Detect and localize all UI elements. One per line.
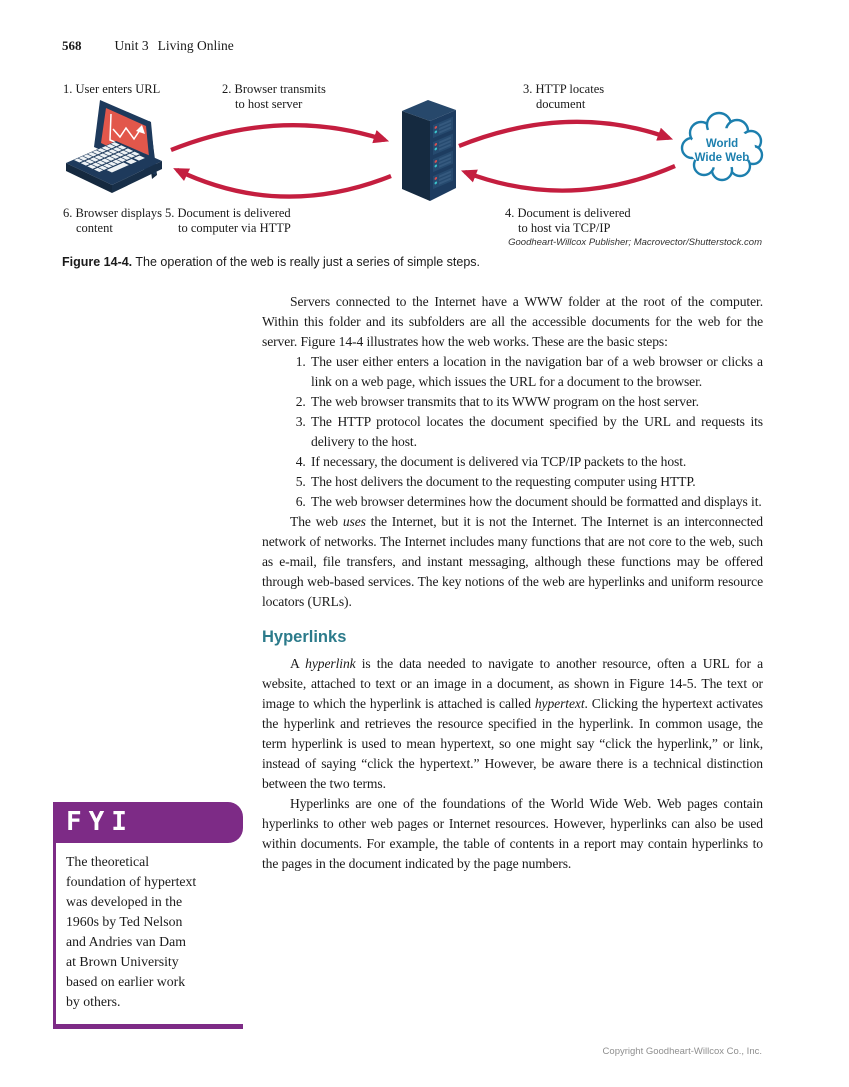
italic-term: uses [342, 514, 366, 529]
running-head: 568 Unit 3 Living Online [62, 38, 234, 54]
italic-term: hypertext [534, 696, 585, 711]
arrow-browser-to-server [170, 123, 390, 152]
list-item: The HTTP protocol locates the document s… [309, 412, 763, 452]
paragraph-text: A [290, 656, 306, 671]
figure-credit: Goodheart-Willcox Publisher; Macrovector… [508, 237, 762, 248]
diagram-step-2-line1: 2. Browser transmits [222, 82, 326, 96]
diagram-step-4: 4. Document is delivered to host via TCP… [505, 206, 631, 235]
list-item: The user either enters a location in the… [309, 352, 763, 392]
cloud-label-line2: Wide Web [695, 152, 750, 164]
fyi-line: by others. [66, 994, 121, 1009]
paragraph-text: The web [290, 514, 343, 529]
arrow-server-to-browser [173, 168, 392, 199]
diagram-step-5-line1: 5. Document is delivered [165, 206, 291, 220]
diagram-step-6-line2: content [76, 220, 113, 235]
fyi-line: at Brown University [66, 954, 179, 969]
fyi-line: 1960s by Ted Nelson [66, 914, 183, 929]
cloud-label-line1: World [706, 138, 738, 150]
fyi-tab-label: FYI [53, 802, 243, 843]
diagram-step-1-text: 1. User enters URL [63, 82, 161, 96]
diagram-step-2: 2. Browser transmits to host server [222, 82, 326, 111]
copyright-footer: Copyright Goodheart-Willcox Co., Inc. [602, 1046, 762, 1057]
paragraph-servers: Servers connected to the Internet have a… [262, 294, 763, 349]
figure-caption: Figure 14-4. The operation of the web is… [62, 255, 480, 269]
unit-title: Living Online [157, 38, 234, 53]
italic-term: hyperlink [305, 656, 356, 671]
unit-label: Unit 3 [114, 38, 149, 53]
paragraph-hyperlink-definition: A hyperlink is the data needed to naviga… [262, 654, 763, 794]
diagram-step-3-line1: 3. HTTP locates [523, 82, 605, 96]
diagram-step-3-line2: document [536, 96, 586, 111]
arrow-web-to-server [460, 164, 676, 193]
section-heading-hyperlinks: Hyperlinks [262, 628, 347, 646]
fyi-line: based on earlier work [66, 974, 186, 989]
paragraph-text: . Clicking the hypertext activates the h… [262, 696, 763, 791]
world-wide-web-cloud: World Wide Web [680, 111, 764, 182]
keyboard-keys [74, 142, 145, 173]
arrow-server-to-web [458, 119, 674, 148]
diagram-step-6: 6. Browser displays content [63, 206, 162, 235]
list-item: If necessary, the document is delivered … [309, 452, 763, 472]
diagram-step-6-line1: 6. Browser displays [63, 206, 162, 220]
page-number: 568 [62, 38, 82, 53]
figure-caption-text: The operation of the web is really just … [135, 255, 481, 269]
diagram-step-5: 5. Document is delivered to computer via… [165, 206, 291, 235]
paragraph-web-uses-internet: The web uses the Internet, but it is not… [262, 512, 763, 612]
diagram-step-4-line1: 4. Document is delivered [505, 206, 631, 220]
web-steps-list: The user either enters a location in the… [282, 352, 763, 512]
fyi-line: foundation of hypertext [66, 874, 197, 889]
paragraph-text: the Internet, but it is not the Internet… [262, 514, 764, 609]
figure-caption-label: Figure 14-4. [62, 255, 133, 269]
laptop-icon [66, 100, 162, 193]
diagram-step-1: 1. User enters URL [63, 82, 160, 97]
list-item: The host delivers the document to the re… [309, 472, 763, 492]
paragraph-hyperlink-foundations: Hyperlinks are one of the foundations of… [262, 796, 763, 871]
server-rack-units [433, 116, 453, 190]
diagram-step-4-line2: to host via TCP/IP [518, 220, 611, 235]
main-text-column: Servers connected to the Internet have a… [262, 292, 763, 874]
paragraph-text: is the data needed to navigate to anothe… [262, 656, 764, 711]
flow-arrows [170, 119, 676, 199]
diagram-step-5-line2: to computer via HTTP [178, 220, 291, 235]
fyi-body-text: The theoretical foundation of hypertext … [53, 843, 243, 1029]
list-item: The web browser determines how the docum… [309, 492, 763, 512]
diagram-step-3: 3. HTTP locates document [523, 82, 604, 111]
list-item: The web browser transmits that to its WW… [309, 392, 763, 412]
diagram-step-2-line2: to host server [235, 96, 303, 111]
fyi-sidebar: FYI The theoretical foundation of hypert… [53, 802, 243, 1029]
fyi-line: and Andries van Dam [66, 934, 186, 949]
server-icon [402, 100, 456, 201]
fyi-line: The theoretical [66, 854, 150, 869]
fyi-line: was developed in the [66, 894, 183, 909]
